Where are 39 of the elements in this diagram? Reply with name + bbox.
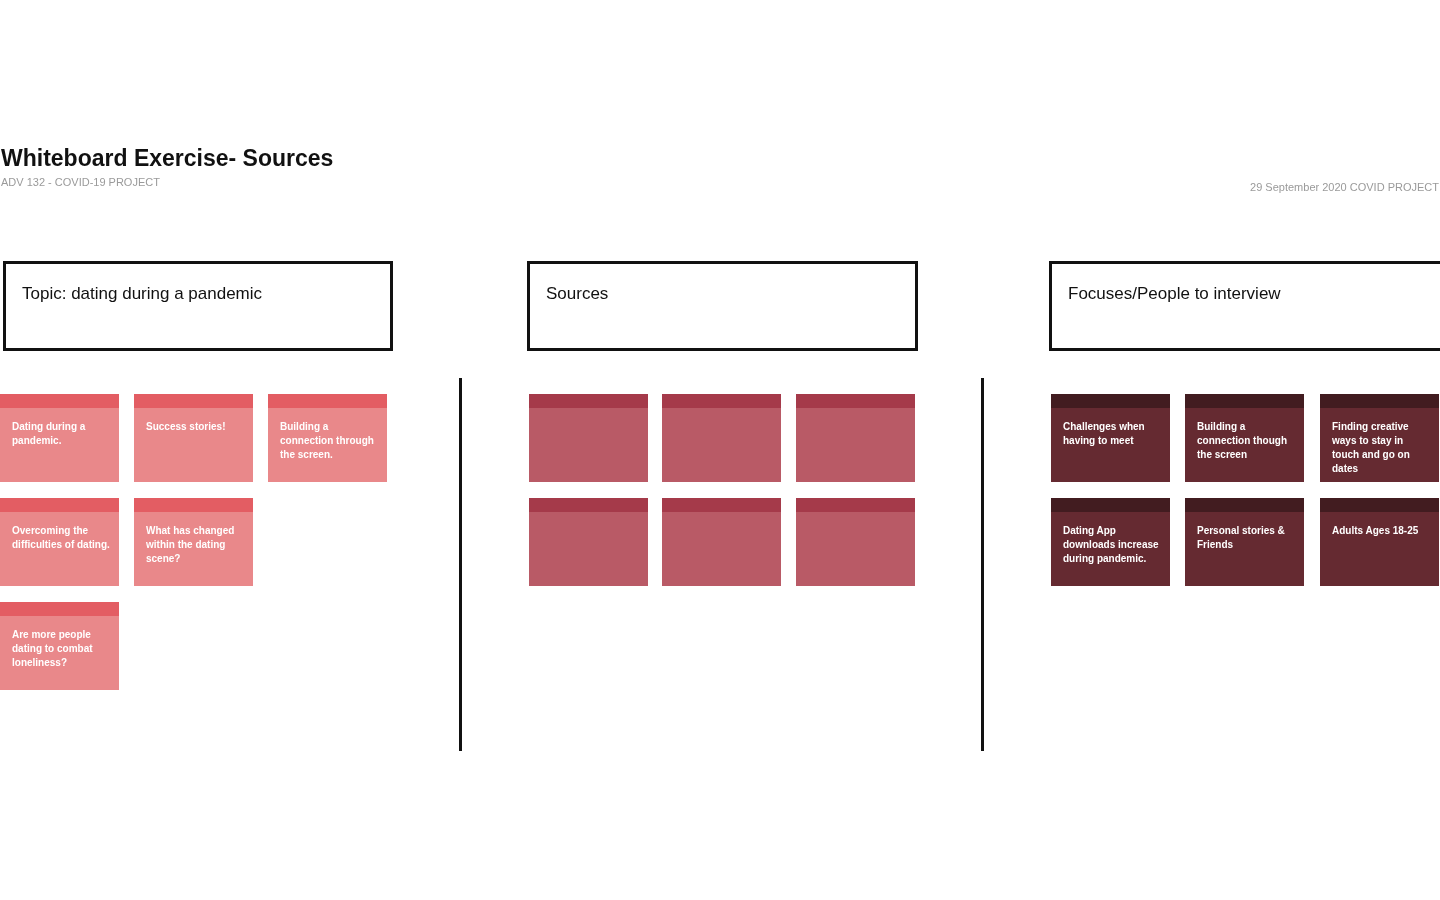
sticky-note xyxy=(529,498,648,586)
sticky-note xyxy=(662,394,781,482)
heading-text: Sources xyxy=(546,284,609,304)
heading-box xyxy=(1049,261,1440,351)
note-text: Challenges when having to meet xyxy=(1062,420,1146,448)
sticky-note xyxy=(268,394,387,482)
sticky-note xyxy=(134,498,253,586)
sticky-note xyxy=(1320,498,1439,586)
heading-text: Focuses/People to interview xyxy=(1068,284,1281,304)
note-text: Are more people dating to combat loneliness? xyxy=(11,628,94,670)
sticky-note xyxy=(0,602,119,690)
sticky-note xyxy=(796,498,915,586)
sticky-note xyxy=(0,394,119,482)
sticky-note xyxy=(1051,498,1170,586)
sticky-note xyxy=(529,394,648,482)
page-title: Whiteboard Exercise- Sources xyxy=(1,145,334,172)
note-text: Building a connection through the screen. xyxy=(279,420,375,462)
date-note: 29 September 2020 COVID PROJECT xyxy=(1250,181,1439,193)
note-text: Success stories! xyxy=(145,420,227,434)
sticky-note xyxy=(134,394,253,482)
subtitle: ADV 132 - COVID-19 PROJECT xyxy=(1,176,160,188)
sticky-note xyxy=(0,498,119,586)
note-text: Building a connection though the screen xyxy=(1196,420,1288,462)
sticky-note xyxy=(796,394,915,482)
heading-box xyxy=(3,261,393,351)
note-text: What has changed within the dating scene? xyxy=(145,524,236,566)
sticky-note xyxy=(1051,394,1170,482)
note-text: Dating App downloads increase during pandemic. xyxy=(1062,524,1160,566)
note-text: Dating during a pandemic. xyxy=(11,420,87,448)
note-text: Adults Ages 18-25 xyxy=(1331,524,1420,538)
heading-box xyxy=(527,261,918,351)
sticky-note xyxy=(1185,394,1304,482)
sticky-note xyxy=(662,498,781,586)
sticky-note xyxy=(1185,498,1304,586)
note-text: Finding creative ways to stay in touch and go on dates xyxy=(1331,420,1411,476)
note-text: Personal stories & Friends xyxy=(1196,524,1286,552)
note-text: Overcoming the difficulties of dating. xyxy=(11,524,111,552)
sticky-note xyxy=(1320,394,1439,482)
heading-text: Topic: dating during a pandemic xyxy=(22,284,263,304)
